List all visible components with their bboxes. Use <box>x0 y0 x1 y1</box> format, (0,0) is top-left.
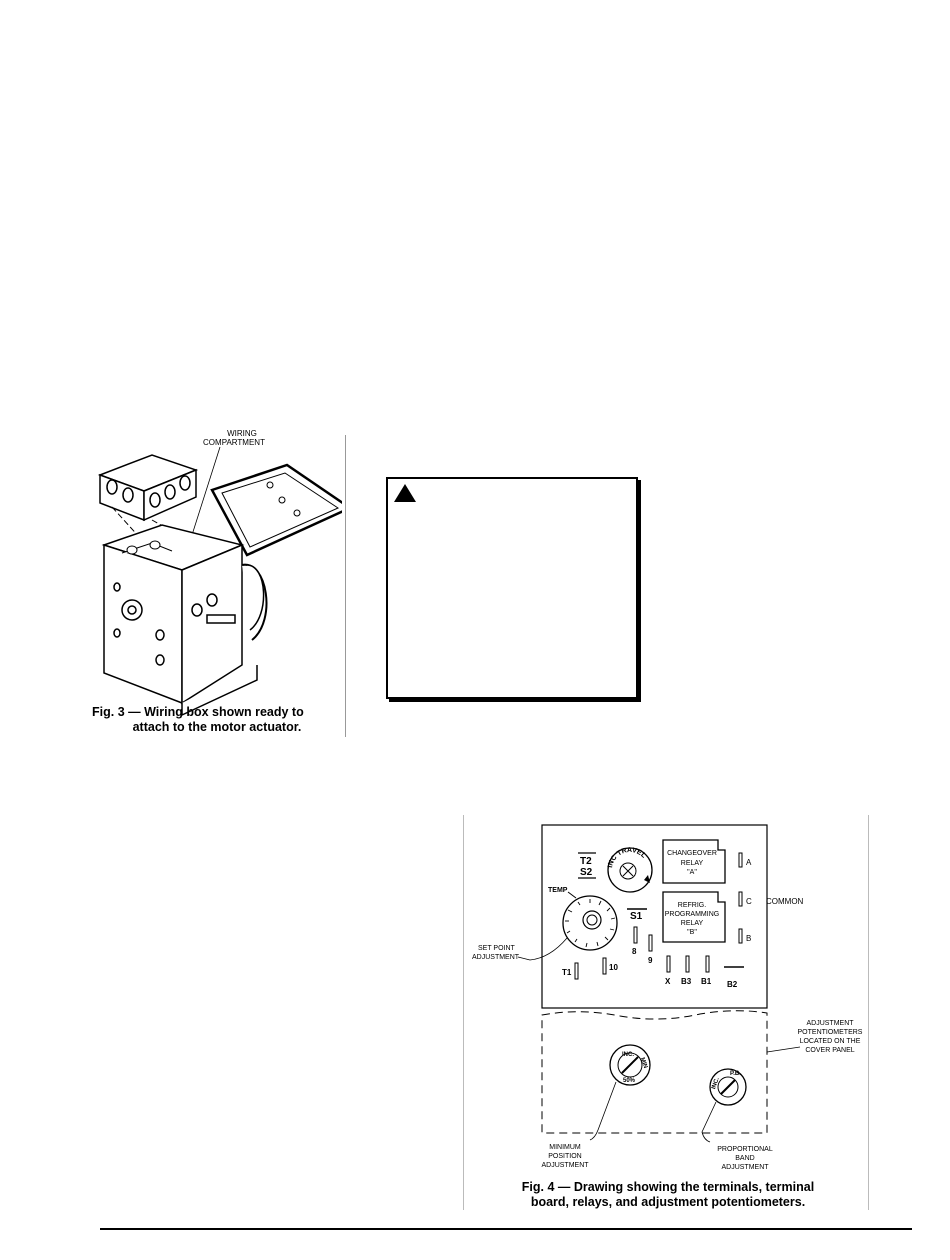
pots-label-line2: POTENTIOMETERS <box>798 1029 863 1036</box>
figure-4-caption: Fig. 4 — Drawing showing the terminals, … <box>478 1180 858 1210</box>
terminal-x-label: X <box>665 977 671 986</box>
prop-band-label-line1: PROPORTIONAL <box>717 1146 773 1153</box>
relay-b-line3: RELAY <box>681 920 704 927</box>
pots-label-line4: COVER PANEL <box>805 1047 854 1054</box>
figure-4-caption-line2: board, relays, and adjustment potentiome… <box>530 1195 806 1209</box>
terminal-c-label: C <box>746 897 752 906</box>
footer-rule <box>100 1228 912 1230</box>
cover-panel-outline <box>541 1010 768 1134</box>
pot1-min-text: MIN <box>639 1057 648 1069</box>
warning-box <box>386 477 638 699</box>
pot2-pb-text: P.B. <box>730 1071 741 1077</box>
wiring-compartment-callout-line2: COMPARTMENT <box>203 438 265 447</box>
terminal-b-label: B <box>746 934 751 943</box>
pots-label-line3: LOCATED ON THE <box>800 1038 861 1045</box>
pot1-inc-text: INC. <box>622 1052 634 1058</box>
setpoint-label-line2: ADJUSTMENT <box>472 954 520 961</box>
pot2-inc-text: INC. <box>711 1077 721 1091</box>
terminal-s2-label: S2 <box>580 867 593 878</box>
figure-4-right-rule <box>868 815 869 1210</box>
motor-actuator-body <box>101 524 268 717</box>
min-pos-label-line1: MINIMUM <box>549 1144 581 1151</box>
setpoint-label-line1: SET POINT <box>478 945 516 952</box>
column-divider <box>345 435 346 737</box>
terminal-10-label: 10 <box>609 963 618 972</box>
open-cover-panel <box>210 463 342 557</box>
refrig-programming-relay-b: REFRIG. PROGRAMMING RELAY "B" <box>662 891 726 943</box>
min-pos-label-line2: POSITION <box>548 1153 581 1160</box>
figure-4-caption-line1: Fig. 4 — Drawing showing the terminals, … <box>521 1180 815 1194</box>
prop-band-label-line3: ADJUSTMENT <box>721 1164 769 1171</box>
proportional-band-pot: INC. P.B. <box>709 1068 747 1106</box>
terminal-9-label: 9 <box>648 956 653 965</box>
terminal-b2-label: B2 <box>727 980 738 989</box>
terminal-t1-label: T1 <box>562 968 572 977</box>
relay-b-line4: "B" <box>687 929 697 936</box>
pots-label-line1: ADJUSTMENT <box>806 1020 854 1027</box>
terminal-a-label: A <box>746 858 752 867</box>
common-label: COMMON <box>766 897 804 906</box>
prop-band-label-line2: BAND <box>735 1155 754 1162</box>
terminal-b1-label: B1 <box>701 977 712 986</box>
relay-b-line2: PROGRAMMING <box>665 911 719 918</box>
inc-travel-dial: INC TRAVEL <box>607 847 653 893</box>
figure-4-terminal-board-drawing: T2 S2 INC TRAVEL CHANGEOVER RELAY "A" RE… <box>472 824 863 1171</box>
pot1-pct-text: 50% <box>623 1078 636 1084</box>
detached-wiring-box <box>97 454 199 522</box>
min-pos-label-line3: ADJUSTMENT <box>541 1162 589 1169</box>
figure-4-left-rule <box>463 815 464 1210</box>
relay-b-line1: REFRIG. <box>678 902 706 909</box>
temp-label: TEMP <box>548 887 568 894</box>
relay-a-line1: CHANGEOVER <box>667 850 717 857</box>
set-point-dial <box>562 895 618 951</box>
terminal-s1-label: S1 <box>630 911 643 922</box>
relay-a-line3: "A" <box>687 869 697 876</box>
figure-3-caption-line1: Fig. 3 — Wiring box shown ready to <box>92 705 304 719</box>
minimum-position-pot: INC. MIN 50% <box>609 1044 651 1086</box>
terminal-8-label: 8 <box>632 947 637 956</box>
relay-a-line2: RELAY <box>681 860 704 867</box>
changeover-relay-a: CHANGEOVER RELAY "A" <box>662 839 726 884</box>
terminal-b3-label: B3 <box>681 977 692 986</box>
terminal-t2-label: T2 <box>580 856 592 867</box>
figure-3-wiring-box-drawing: WIRING COMPARTMENT <box>97 429 342 717</box>
figure-3-caption-line2: attach to the motor actuator. <box>132 720 302 734</box>
warning-triangle-icon <box>394 484 416 502</box>
wiring-compartment-callout-line1: WIRING <box>227 429 257 438</box>
figure-3-caption: Fig. 3 — Wiring box shown ready to attac… <box>92 705 342 735</box>
